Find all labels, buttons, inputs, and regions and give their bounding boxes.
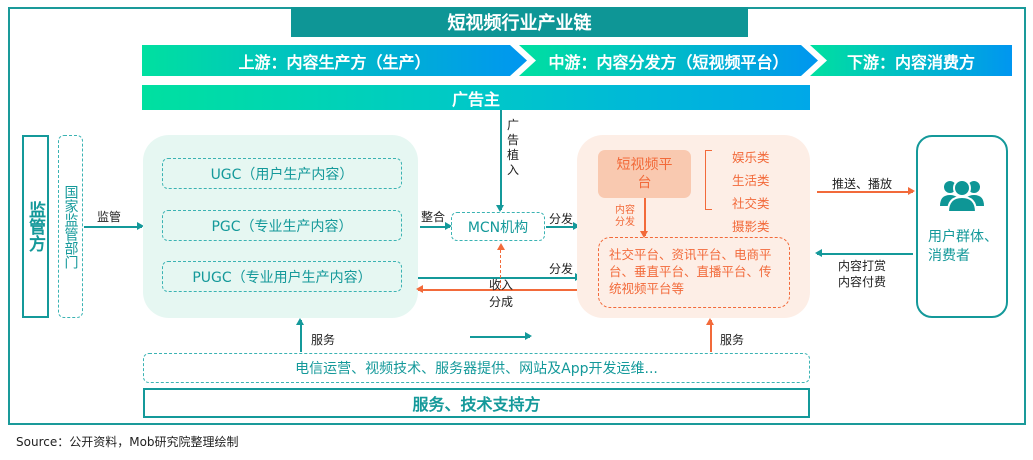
producer-ugc: UGC（用户生产内容） bbox=[162, 158, 402, 189]
mcn-box: MCN机构 bbox=[451, 212, 545, 241]
content-distribution-label: 内容分发 bbox=[615, 205, 635, 228]
consumer-label: 用户群体、消费者 bbox=[928, 229, 998, 264]
ad-placement-label: 广告植入 bbox=[507, 118, 520, 177]
services-list: 电信运营、视频技术、服务器提供、网站及App开发运维... bbox=[143, 353, 810, 383]
push-label: 推送、播放 bbox=[832, 177, 893, 191]
category-item: 娱乐类 bbox=[732, 150, 770, 165]
content-distribution-arrow bbox=[641, 198, 647, 238]
stage-midstream: 中游：内容分发方（短视频平台） bbox=[519, 45, 818, 76]
revenue-mcn-arrow bbox=[497, 243, 505, 288]
ad-placement-arrow bbox=[497, 110, 503, 212]
producers-panel bbox=[143, 135, 418, 318]
service-provider-box: 服务、技术支持方 bbox=[143, 388, 810, 418]
producer-pgc: PGC（专业生产内容） bbox=[162, 210, 402, 241]
distribute-arrow-1 bbox=[546, 223, 580, 229]
category-item: 社交类 bbox=[732, 196, 770, 211]
service-arrow-producers bbox=[297, 318, 303, 352]
short-video-platform: 短视频平台 bbox=[598, 150, 691, 198]
consumer-box bbox=[916, 135, 1008, 318]
category-list: 娱乐类 生活类 社交类 摄影类 bbox=[732, 146, 770, 238]
push-arrow bbox=[817, 188, 915, 194]
service-flow-arrow bbox=[470, 333, 532, 339]
category-item: 摄影类 bbox=[732, 219, 770, 234]
service-label-2: 服务 bbox=[720, 333, 745, 347]
payback-label: 内容打赏 内容付费 bbox=[838, 259, 887, 289]
regulator-box: 监管方 bbox=[22, 135, 49, 318]
service-label-1: 服务 bbox=[311, 333, 336, 347]
payback-arrow bbox=[815, 250, 913, 256]
category-item: 生活类 bbox=[732, 173, 770, 188]
source-note: Source：公开资料，Mob研究院整理绘制 bbox=[16, 435, 239, 449]
supervise-label: 监管 bbox=[97, 210, 122, 224]
diagram-title: 短视频行业产业链 bbox=[291, 7, 748, 37]
distribute-label-2: 分发 bbox=[549, 262, 574, 276]
advertiser-bar: 广告主 bbox=[142, 85, 810, 110]
platform-channels: 社交平台、资讯平台、电商平台、垂直平台、直播平台、传统视频平台等 bbox=[598, 237, 790, 308]
category-brace bbox=[705, 150, 712, 210]
distribute-label-1: 分发 bbox=[549, 212, 574, 226]
service-arrow-platform bbox=[707, 318, 713, 352]
revenue-share-label: 收入分成 bbox=[488, 278, 513, 309]
integrate-label: 整合 bbox=[421, 210, 446, 224]
regulator-department: 国家监管部门 bbox=[58, 135, 83, 318]
supervise-arrow bbox=[84, 223, 144, 229]
integrate-arrow bbox=[420, 223, 452, 229]
revenue-arrow bbox=[416, 286, 578, 292]
stage-downstream: 下游：内容消费方 bbox=[810, 45, 1012, 76]
users-icon bbox=[940, 179, 984, 212]
stage-upstream: 上游：内容生产方（生产） bbox=[142, 45, 527, 76]
producer-pugc: PUGC（专业用户生产内容） bbox=[162, 261, 402, 292]
